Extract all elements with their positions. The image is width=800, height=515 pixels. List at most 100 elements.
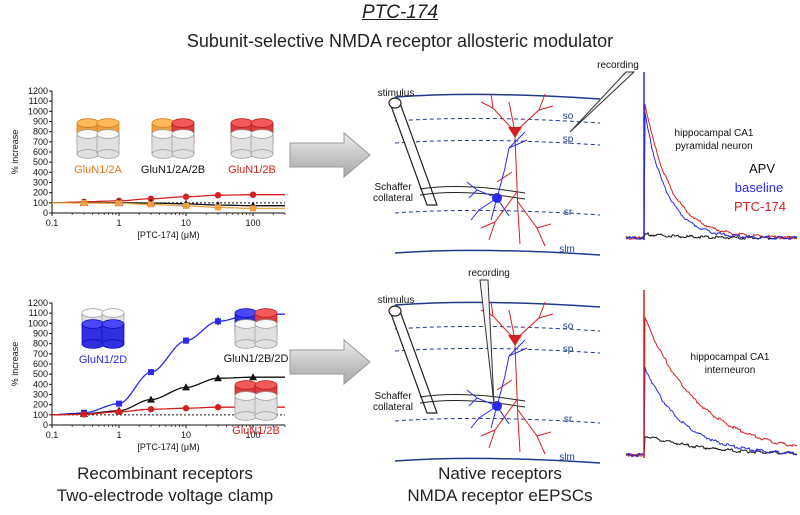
interneuron-dendrite bbox=[470, 405, 498, 429]
receptor-glun1-2b-top-c-bottom bbox=[230, 149, 254, 159]
pyramidal-dendrite bbox=[538, 301, 546, 319]
pyramidal-dendrite bbox=[508, 101, 516, 133]
eepsc-traces-top bbox=[625, 72, 798, 241]
interneuron-dendrite bbox=[490, 197, 498, 221]
schaffer-label-top: Schaffer bbox=[374, 182, 412, 193]
data-point bbox=[182, 193, 190, 200]
legend-ptc174: PTC-174 bbox=[734, 199, 786, 214]
data-point bbox=[214, 404, 222, 411]
receptor-glun1-2b-bottom-b-top bbox=[254, 380, 278, 390]
x-tick-label: 100 bbox=[246, 218, 261, 228]
pyramidal-dendrite bbox=[517, 211, 521, 245]
pyramidal-dendrite bbox=[517, 409, 546, 455]
data-point bbox=[249, 191, 257, 198]
label-glun1-2a: GluN1/2A bbox=[74, 164, 122, 176]
caption-native-line2: NMDA receptor eEPSCs bbox=[407, 486, 593, 505]
interneuron-dendrite bbox=[490, 405, 498, 429]
pyramidal-dendrite bbox=[536, 431, 552, 437]
interneuron-dendrite bbox=[468, 189, 478, 199]
caption-recombinant: Recombinant receptors Two-electrode volt… bbox=[40, 463, 290, 507]
slice-top-boundary bbox=[394, 301, 601, 308]
schaffer-label-bottom: Schaffer bbox=[374, 391, 412, 402]
pyramidal-dendrite bbox=[538, 93, 546, 111]
arrow-top bbox=[289, 131, 371, 179]
data-point bbox=[147, 369, 154, 376]
dose-response-chart-top: 0100200300400500600700800900100011001200… bbox=[10, 86, 286, 240]
eepsc-traces-bottom bbox=[625, 290, 798, 458]
data-point bbox=[183, 202, 190, 209]
data-point bbox=[147, 195, 155, 202]
receptor-icons bbox=[76, 118, 278, 421]
data-point bbox=[80, 411, 88, 418]
receptor-glun1-2a-2b-c-top bbox=[151, 129, 175, 139]
receptor-glun1-2d-c-top bbox=[81, 319, 105, 329]
stimulus-electrode-tip bbox=[388, 97, 402, 109]
x-tick-label: 0.1 bbox=[46, 430, 59, 440]
label-glun1-2b-bottom: GluN1/2B bbox=[232, 425, 280, 437]
slice-top-boundary bbox=[394, 93, 601, 100]
y-tick-label: 800 bbox=[33, 339, 48, 349]
y-tick-label: 100 bbox=[33, 410, 48, 420]
data-point bbox=[250, 205, 257, 212]
slm-label-bottom: slm bbox=[559, 452, 575, 463]
layer-line-sr bbox=[394, 209, 601, 216]
receptor-glun1-2a-2b-a-top bbox=[151, 118, 175, 128]
caption-native: Native receptors NMDA receptor eEPSCs bbox=[380, 463, 620, 507]
data-point bbox=[213, 374, 222, 382]
y-tick-label: 0 bbox=[43, 208, 48, 218]
receptor-glun1-2b-bottom-a-top bbox=[234, 380, 258, 390]
x-tick-label: 1 bbox=[117, 218, 122, 228]
receptor-glun1-2b-2d-b-top bbox=[254, 308, 278, 318]
x-tick-label: 10 bbox=[181, 430, 191, 440]
interneuron-dendrite bbox=[496, 147, 510, 199]
schaffer-axon-2 bbox=[419, 399, 526, 408]
recording-label-bottom: recording bbox=[468, 268, 510, 279]
pyramidal-soma bbox=[508, 335, 522, 346]
data-point bbox=[116, 200, 123, 207]
receptor-glun1-2b-bottom-d-bottom bbox=[254, 411, 278, 421]
sp-label-bottom: sp bbox=[563, 344, 574, 355]
slice-bottom-boundary bbox=[394, 457, 601, 464]
y-tick-label: 1000 bbox=[28, 106, 48, 116]
receptor-glun1-2b-top-a-top bbox=[230, 118, 254, 128]
y-tick-label: 1000 bbox=[28, 318, 48, 328]
receptor-glun1-2a-2b-c-bottom bbox=[151, 149, 175, 159]
pyramidal-dendrite bbox=[496, 171, 513, 183]
layer-line-sr bbox=[394, 417, 601, 424]
trace-top-label-2: pyramidal neuron bbox=[675, 141, 752, 152]
y-tick-label: 500 bbox=[33, 157, 48, 167]
y-axis-label: % increase bbox=[10, 342, 20, 387]
y-tick-label: 1100 bbox=[29, 308, 48, 318]
data-point bbox=[214, 192, 222, 199]
receptor-glun1-2a-2b-b-top bbox=[171, 118, 195, 128]
data-point bbox=[116, 400, 123, 407]
receptor-glun1-2b-top-d-bottom bbox=[250, 149, 274, 159]
label-glun1-2b-top: GluN1/2B bbox=[228, 164, 276, 176]
receptor-glun1-2a-c-top bbox=[76, 129, 100, 139]
pyramidal-dendrite bbox=[508, 309, 516, 341]
x-tick-label: 10 bbox=[181, 218, 191, 228]
x-tick-label: 100 bbox=[246, 430, 261, 440]
receptor-glun1-2a-2b-d-top bbox=[171, 129, 195, 139]
receptor-glun1-2b-2d-d-top bbox=[254, 319, 278, 329]
collateral-label-top: collateral bbox=[373, 193, 413, 204]
arrow-bottom bbox=[289, 338, 371, 386]
slm-label-top: slm bbox=[559, 244, 575, 255]
data-point bbox=[146, 395, 155, 403]
interneuron-dendrite bbox=[470, 197, 498, 221]
receptor-glun1-2a-b-top bbox=[96, 118, 120, 128]
x-tick-label: 1 bbox=[117, 430, 122, 440]
receptor-glun1-2b-top-d-top bbox=[250, 129, 274, 139]
y-tick-label: 800 bbox=[33, 127, 48, 137]
pyramidal-dendrite bbox=[490, 93, 494, 109]
interneuron-dendrite bbox=[468, 397, 478, 407]
pyramidal-dendrite bbox=[517, 201, 546, 247]
legend-baseline: baseline bbox=[735, 180, 783, 195]
hippocampal-slice-bottom bbox=[388, 279, 601, 464]
label-glun1-2d: GluN1/2D bbox=[79, 354, 127, 366]
data-point bbox=[249, 373, 258, 381]
data-point bbox=[183, 337, 190, 344]
receptor-glun1-2a-c-bottom bbox=[76, 149, 100, 159]
receptor-glun1-2a-a-top bbox=[76, 118, 100, 128]
data-point bbox=[182, 383, 191, 391]
